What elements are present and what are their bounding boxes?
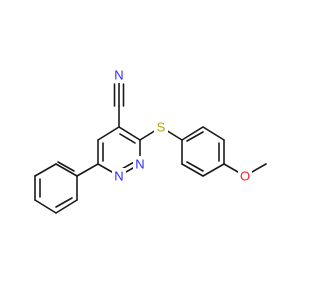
bond-pyridazine-c4-c5 (97, 126, 120, 141)
sulfur-label: S (157, 120, 166, 135)
bond-pyridazine-c3-c4-inner (119, 133, 136, 144)
bond-c6-phenyl (76, 163, 99, 177)
atom-ring-nitrogen-b: N (133, 156, 147, 172)
atom-methoxy-oxygen: O (238, 168, 252, 184)
bond-aryl-5-6-inner (186, 161, 204, 172)
bond-aryl-2-3 (202, 126, 225, 141)
bond-aryl-1-2 (181, 126, 204, 141)
bond-phenyl-1-2 (55, 163, 78, 177)
bond-phenyl-2-3 (34, 163, 57, 177)
atom-labels: N N N S O (112, 67, 252, 184)
bond-phenyl-4-5 (34, 199, 57, 214)
atom-sulfur: S (154, 119, 168, 135)
ring-nitrogen-a-label: N (114, 169, 123, 184)
molecule-drawing: N N N S O (34, 67, 267, 214)
structure-canvas: N N N S O (34, 67, 267, 214)
nitrile-nitrogen-label: N (114, 68, 123, 83)
bond-pyridazine-c3-c4 (118, 126, 141, 141)
bond-phenyl-5-6 (55, 199, 78, 214)
bond-phenyl-1-2-inner (57, 161, 75, 172)
bond-phenyl-5-6-inner (55, 197, 73, 208)
bond-aryl-4-5 (202, 163, 225, 177)
bonds (34, 81, 267, 214)
atom-ring-nitrogen-a: N (112, 168, 126, 184)
bond-aryl-5-6 (181, 163, 204, 177)
bond-aryl-1-2-inner (186, 131, 204, 142)
ring-nitrogen-b-label: N (135, 157, 144, 172)
atom-nitrile-nitrogen: N (112, 67, 126, 83)
methoxy-oxygen-label: O (240, 169, 250, 184)
